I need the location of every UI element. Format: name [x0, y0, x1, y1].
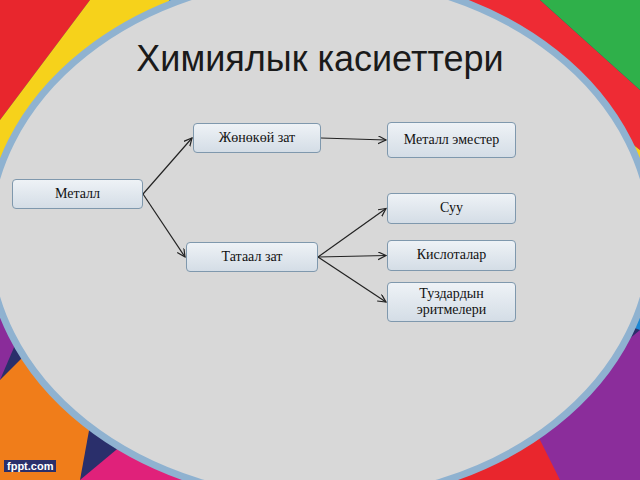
- process-box: Туздардын эритмелери: [387, 282, 516, 322]
- slide-title: Химиялык касиеттери: [0, 38, 640, 80]
- process-box: Суу: [387, 193, 516, 224]
- arrow-connector: [318, 256, 386, 258]
- box-text: Кислоталар: [417, 247, 487, 263]
- box-text: Металл эместер: [404, 132, 499, 148]
- arrow-connector: [321, 138, 386, 140]
- arrow-connector: [318, 209, 386, 258]
- box-text: Татаал зат: [222, 249, 283, 265]
- process-box: Кислоталар: [387, 240, 516, 271]
- process-box: Металл эместер: [387, 122, 516, 158]
- box-text: Жөнөкөй зат: [219, 130, 295, 146]
- arrow-connector: [318, 257, 386, 302]
- watermark: fppt.com: [4, 460, 56, 472]
- process-box: Татаал зат: [186, 242, 318, 272]
- arrow-connector: [143, 138, 192, 194]
- box-text: Туздардын эритмелери: [394, 286, 509, 318]
- process-box: Металл: [12, 179, 143, 209]
- process-box: Жөнөкөй зат: [193, 123, 321, 153]
- box-text: Металл: [55, 186, 100, 202]
- box-text: Суу: [440, 200, 463, 216]
- arrow-connector: [143, 194, 185, 257]
